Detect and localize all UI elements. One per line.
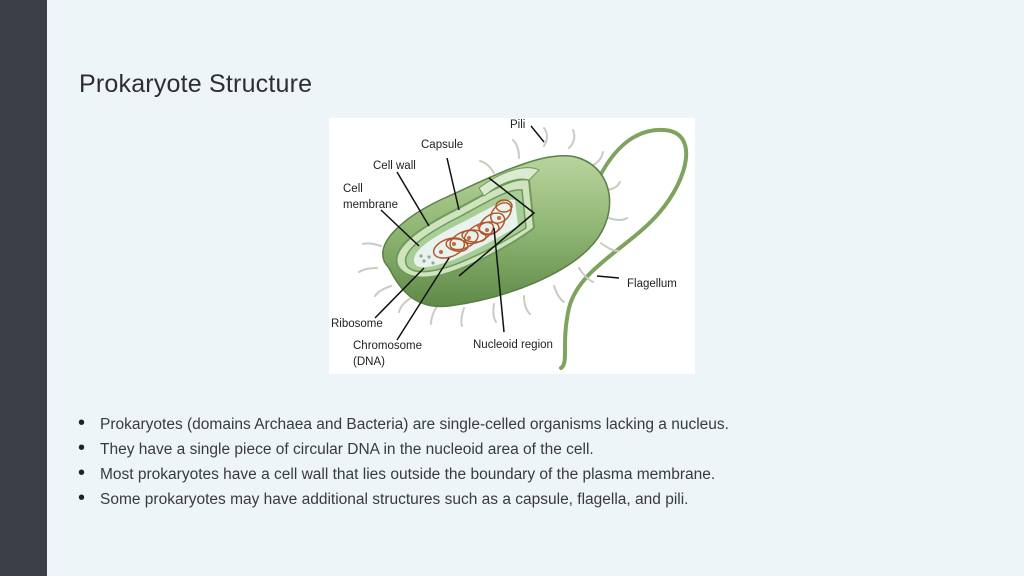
label-ribosome: Ribosome bbox=[331, 318, 383, 330]
label-chromosome-line2: (DNA) bbox=[353, 356, 385, 368]
bullet-text: Most prokaryotes have a cell wall that l… bbox=[100, 466, 716, 483]
label-nucleoid-region: Nucleoid region bbox=[473, 339, 553, 351]
bullet-text: Some prokaryotes may have additional str… bbox=[100, 491, 689, 508]
bullet-dot-icon: • bbox=[78, 437, 86, 459]
bullet-dot-icon: • bbox=[78, 487, 86, 509]
bullet-text: They have a single piece of circular DNA… bbox=[100, 441, 594, 458]
pili-group bbox=[358, 127, 628, 327]
bullet-item: • They have a single piece of circular DN… bbox=[76, 437, 729, 462]
prokaryote-illustration: Pili Capsule Cell wall Cell membrane Fla… bbox=[331, 119, 689, 370]
label-pili: Pili bbox=[510, 119, 525, 131]
side-accent-bar bbox=[0, 0, 47, 576]
label-cell-membrane-line2: membrane bbox=[343, 199, 398, 211]
label-cell-wall: Cell wall bbox=[373, 160, 416, 172]
bullet-list: • Prokaryotes (domains Archaea and Bacter… bbox=[76, 412, 729, 512]
ribosome-dots bbox=[419, 254, 435, 265]
bullet-dot-icon: • bbox=[78, 462, 86, 484]
slide-title: Prokaryote Structure bbox=[79, 70, 313, 98]
prokaryote-diagram: Pili Capsule Cell wall Cell membrane Fla… bbox=[329, 118, 695, 374]
bullet-item: • Some prokaryotes may have additional st… bbox=[76, 487, 729, 512]
label-cell-membrane-line1: Cell bbox=[343, 183, 363, 195]
flagellum-shape bbox=[559, 127, 689, 370]
dna-tangle bbox=[432, 199, 513, 259]
bullet-dot-icon: • bbox=[78, 412, 86, 434]
label-capsule: Capsule bbox=[421, 139, 463, 151]
bullet-text: Prokaryotes (domains Archaea and Bacteri… bbox=[100, 416, 729, 433]
leader-lines bbox=[374, 125, 620, 341]
label-chromosome-line1: Chromosome bbox=[353, 340, 422, 352]
label-flagellum: Flagellum bbox=[627, 278, 677, 290]
bullet-item: • Prokaryotes (domains Archaea and Bacter… bbox=[76, 412, 729, 437]
bullet-item: • Most prokaryotes have a cell wall that … bbox=[76, 462, 729, 487]
